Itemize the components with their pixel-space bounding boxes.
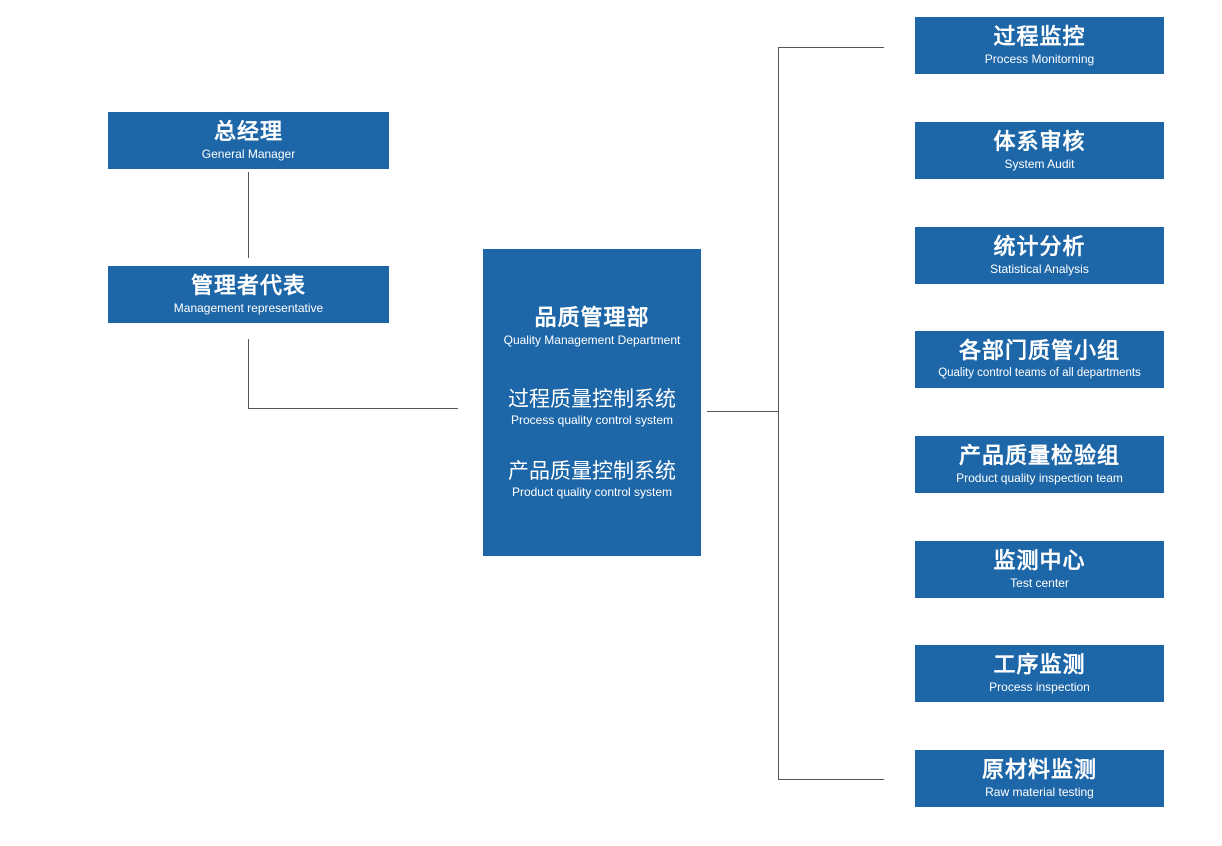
right-box-subtitle: Product quality inspection team xyxy=(956,470,1123,485)
general-manager-title: 总经理 xyxy=(213,119,283,145)
right-box-title: 过程监控 xyxy=(993,24,1086,50)
right-box-title: 产品质量检验组 xyxy=(958,443,1120,469)
right-box-raw-material-testing: 原材料监测 Raw material testing xyxy=(915,750,1164,807)
right-box-title: 体系审核 xyxy=(993,129,1086,155)
management-representative-subtitle: Management representative xyxy=(173,300,324,315)
right-box-title: 工序监测 xyxy=(993,652,1086,678)
right-box-product-inspection-team: 产品质量检验组 Product quality inspection team xyxy=(915,436,1164,493)
product-quality-system-title: 产品质量控制系统 xyxy=(508,458,676,483)
process-quality-system-title: 过程质量控制系统 xyxy=(508,386,676,411)
right-box-subtitle: Raw material testing xyxy=(985,784,1094,799)
department-subtitle: Quality Management Department xyxy=(503,332,681,347)
department-title-group: 品质管理部 Quality Management Department xyxy=(504,306,681,348)
management-representative-title: 管理者代表 xyxy=(190,273,306,299)
right-box-test-center: 监测中心 Test center xyxy=(915,541,1164,598)
right-box-subtitle: Quality control teams of all departments xyxy=(938,366,1141,379)
right-box-department-qc-teams: 各部门质管小组 Quality control teams of all dep… xyxy=(915,331,1164,388)
right-box-title: 监测中心 xyxy=(993,548,1086,574)
product-quality-system-subtitle: Product quality control system xyxy=(511,484,673,499)
connector-rep-to-center xyxy=(248,339,458,409)
right-box-process-monitoring: 过程监控 Process Monitorning xyxy=(915,17,1164,74)
process-quality-system: 过程质量控制系统 Process quality control system xyxy=(508,386,676,428)
department-title: 品质管理部 xyxy=(534,305,650,331)
general-manager-subtitle: General Manager xyxy=(201,146,296,161)
right-box-title: 各部门质管小组 xyxy=(958,338,1120,364)
right-box-process-inspection: 工序监测 Process inspection xyxy=(915,645,1164,702)
right-box-system-audit: 体系审核 System Audit xyxy=(915,122,1164,179)
right-box-subtitle: System Audit xyxy=(1004,156,1075,171)
general-manager-box: 总经理 General Manager xyxy=(108,112,389,169)
right-box-title: 原材料监测 xyxy=(981,757,1097,783)
management-representative-box: 管理者代表 Management representative xyxy=(108,266,389,323)
right-box-subtitle: Process Monitorning xyxy=(984,51,1095,66)
product-quality-system: 产品质量控制系统 Product quality control system xyxy=(508,458,676,500)
right-box-subtitle: Test center xyxy=(1010,575,1069,590)
right-box-statistical-analysis: 统计分析 Statistical Analysis xyxy=(915,227,1164,284)
quality-management-department-box: 品质管理部 Quality Management Department 过程质量… xyxy=(483,249,701,556)
right-box-subtitle: Process inspection xyxy=(989,679,1090,694)
process-quality-system-subtitle: Process quality control system xyxy=(510,412,674,427)
right-box-subtitle: Statistical Analysis xyxy=(990,261,1089,276)
right-box-title: 统计分析 xyxy=(993,234,1086,260)
